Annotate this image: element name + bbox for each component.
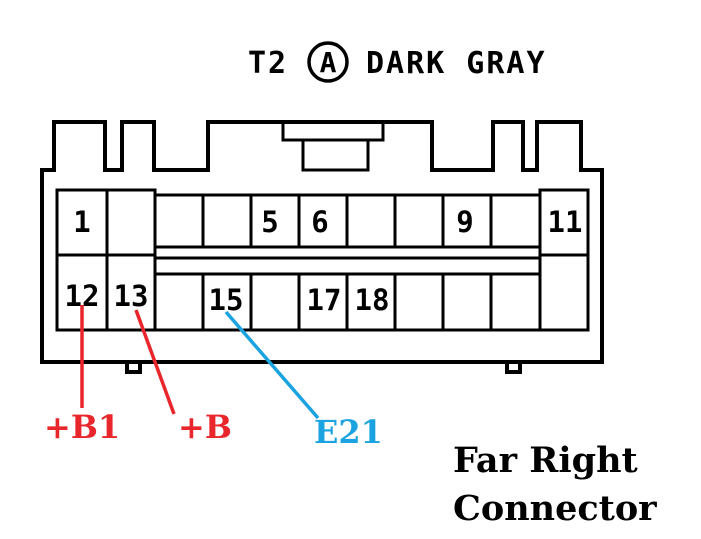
- cavity-3: [201, 193, 253, 249]
- housing-foot-left: [125, 362, 142, 374]
- pin-label-18: 18: [355, 283, 390, 317]
- housing-foot-right: [505, 362, 522, 374]
- cavity-10: [489, 193, 542, 249]
- pin-label-13: 13: [114, 279, 149, 313]
- pin-label-11: 11: [548, 205, 583, 239]
- wire-label-b: +B: [178, 408, 232, 446]
- cavity-21: [489, 272, 542, 332]
- connector-id: T2: [248, 46, 288, 81]
- wires: [80, 305, 320, 420]
- pin-label-9: 9: [456, 205, 473, 239]
- pin-label-6: 6: [311, 205, 328, 239]
- wire-label-e21: E21: [314, 413, 383, 451]
- connector-color: DARK GRAY: [366, 46, 547, 81]
- cavity-col-right: [538, 188, 590, 332]
- wire-b-line: [134, 309, 176, 415]
- cavity-col-left-b: [105, 188, 157, 332]
- caption-line-1: Far Right: [453, 440, 638, 481]
- connector-header: T2 A DARK GRAY: [248, 41, 547, 83]
- connector-housing: [40, 120, 604, 364]
- cavity-2: [153, 193, 205, 249]
- pin-grid: [55, 188, 590, 332]
- circle-badge: [307, 41, 349, 83]
- pin-label-5: 5: [261, 205, 278, 239]
- cavity-14: [153, 272, 205, 332]
- caption-line-2: Connector: [453, 488, 657, 529]
- pin-numbers: 1 5 6 9 11 12 13 15 17 18: [65, 205, 583, 317]
- cavity-7: [345, 193, 397, 249]
- center-key: [281, 122, 385, 172]
- wire-label-b1: +B1: [44, 408, 120, 446]
- wire-e21-line: [224, 310, 320, 420]
- pin-label-17: 17: [307, 283, 342, 317]
- cavity-20: [441, 272, 493, 332]
- cavity-16: [249, 272, 301, 332]
- cavity-8: [393, 193, 445, 249]
- circle-letter: A: [320, 46, 337, 79]
- cavity-19: [393, 272, 445, 332]
- pin-label-15: 15: [209, 283, 244, 317]
- pin-label-1: 1: [73, 205, 90, 239]
